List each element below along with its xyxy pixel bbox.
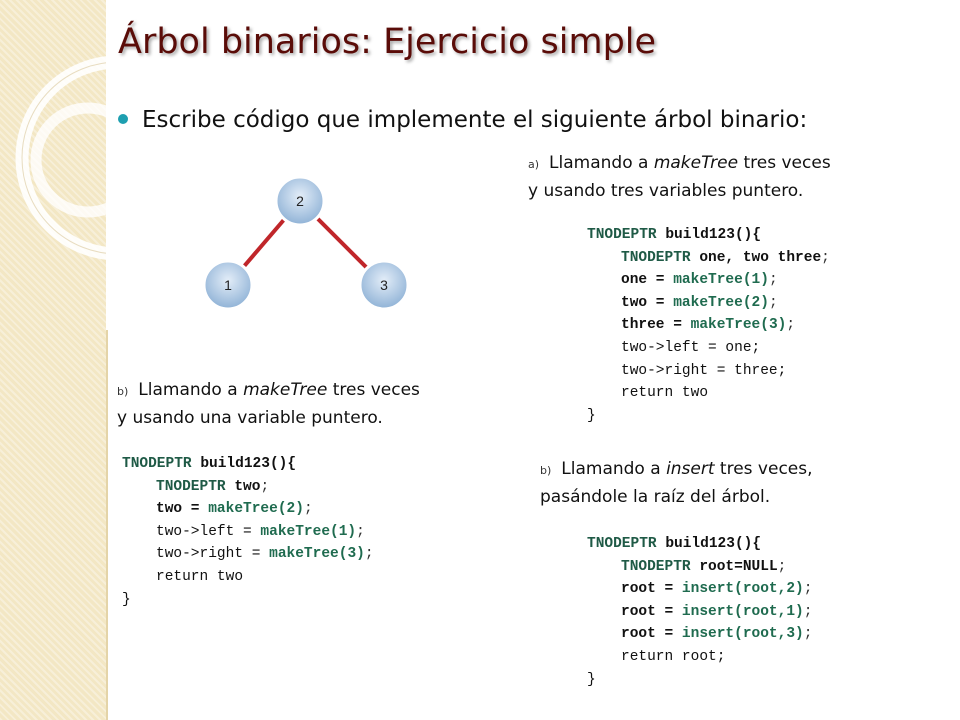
section-c-line1-suffix: tres veces, <box>714 459 813 479</box>
code-c-l2-end: ; <box>777 558 787 575</box>
code-b-l2-end: ; <box>260 478 270 495</box>
code-c-l3-var: root = <box>621 581 682 598</box>
code-c-l5-end: ; <box>803 626 813 643</box>
code-b-l7: } <box>122 591 131 608</box>
code-a-l2-vars: one, two three <box>690 249 822 266</box>
instruction-bullet: Escribe código que implemente el siguien… <box>118 107 807 133</box>
instruction-text: Escribe código que implemente el siguien… <box>142 107 808 133</box>
section-b-line1-prefix: Llamando a <box>138 380 244 400</box>
section-b-marker: b) <box>117 385 129 398</box>
tree-node-right: 3 <box>358 259 410 311</box>
code-a-l4-func: makeTree(2) <box>673 294 769 311</box>
code-c-l2-type: TNODEPTR <box>621 558 691 575</box>
section-b-line2: y usando una variable puntero. <box>117 408 383 428</box>
code-a-l5-var: three = <box>621 317 691 334</box>
code-c-l4-var: root = <box>621 603 682 620</box>
code-a-l5-end: ; <box>786 317 796 334</box>
code-c-l4-func: insert(root,1) <box>681 603 804 620</box>
code-b-l3-end: ; <box>303 501 313 518</box>
code-b-l1-type: TNODEPTR <box>122 456 192 472</box>
code-c-l7: } <box>587 671 596 688</box>
section-c-description: b) Llamando a insert tres veces, pasándol… <box>540 456 813 511</box>
section-b-description: b) Llamando a makeTree tres veces y usand… <box>117 377 420 432</box>
code-c-l3-func: insert(root,2) <box>681 581 804 598</box>
bullet-icon <box>118 113 128 124</box>
decorative-circles <box>15 0 170 330</box>
code-b-l2-vars: two <box>225 478 261 495</box>
code-a-l4-var: two = <box>621 294 674 311</box>
code-a-l9: } <box>587 407 596 424</box>
code-c-l5-func: insert(root,3) <box>681 626 804 643</box>
section-a-line1-suffix: tres veces <box>738 153 831 173</box>
code-c-l1-rest: build123(){ <box>656 536 762 552</box>
code-a-l6: two->left = one; <box>621 339 761 356</box>
code-b-l3-func: makeTree(2) <box>208 501 304 518</box>
code-c-l6: return root; <box>621 648 726 665</box>
code-c-l3-end: ; <box>803 581 813 598</box>
tree-node-left-label: 1 <box>224 277 232 293</box>
section-a-line1-prefix: Llamando a <box>549 153 654 173</box>
code-c-l1-type: TNODEPTR <box>587 536 657 552</box>
section-b-func-name: makeTree <box>243 380 328 400</box>
tree-node-root-label: 2 <box>296 193 304 209</box>
tree-node-left: 1 <box>202 259 254 311</box>
code-b-l6: return two <box>156 568 244 585</box>
code-b-l2-type: TNODEPTR <box>156 478 226 495</box>
section-a-marker: a) <box>528 158 540 171</box>
code-a-l3-var: one = <box>621 272 674 289</box>
code-c-l5-var: root = <box>621 626 682 643</box>
section-b-line1-suffix: tres veces <box>327 380 420 400</box>
code-b-l5-end: ; <box>364 546 374 563</box>
section-a-line2: y usando tres variables puntero. <box>528 181 804 201</box>
code-a-l3-func: makeTree(1) <box>673 272 769 289</box>
code-a-l1-rest: build123(){ <box>656 227 762 243</box>
code-a-l7: two->right = three; <box>621 362 787 379</box>
code-a-l2-end: ; <box>821 249 830 266</box>
tree-node-right-label: 3 <box>380 277 388 293</box>
code-a-l8: return two <box>621 385 709 402</box>
code-block-a: TNODEPTR build123(){ TNODEPTR one, two t… <box>587 224 830 427</box>
code-b-l5-pre: two->right = <box>156 546 270 563</box>
code-a-l1-type: TNODEPTR <box>587 227 657 243</box>
code-b-l5-func: makeTree(3) <box>269 546 365 563</box>
code-b-l1-rest: build123(){ <box>191 456 297 472</box>
code-c-l4-end: ; <box>803 603 813 620</box>
code-a-l2-type: TNODEPTR <box>621 249 691 266</box>
code-b-l4-func: makeTree(1) <box>260 523 357 540</box>
code-block-c: TNODEPTR build123(){ TNODEPTR root=NULL;… <box>587 533 812 691</box>
section-a-description: a) Llamando a makeTree tres veces y usand… <box>528 150 831 205</box>
code-block-b: TNODEPTR build123(){ TNODEPTR two; two =… <box>122 453 374 611</box>
slide-title: Árbol binarios: Ejercicio simple <box>118 22 657 62</box>
code-b-l4-pre: two->left = <box>156 523 261 540</box>
code-a-l3-end: ; <box>768 272 778 289</box>
section-c-line1-prefix: Llamando a <box>561 459 667 479</box>
code-b-l3-var: two = <box>156 501 209 518</box>
code-a-l5-func: makeTree(3) <box>690 317 787 334</box>
section-c-func-name: insert <box>666 459 715 479</box>
section-c-marker: b) <box>540 464 552 477</box>
code-a-l4-end: ; <box>768 294 778 311</box>
binary-tree-diagram: 2 1 3 <box>202 175 410 311</box>
tree-node-root: 2 <box>274 175 326 227</box>
code-c-l2-vars: root=NULL <box>690 558 778 575</box>
section-a-func-name: makeTree <box>653 153 739 173</box>
section-c-line2: pasándole la raíz del árbol. <box>540 487 771 507</box>
code-b-l4-end: ; <box>356 523 365 540</box>
